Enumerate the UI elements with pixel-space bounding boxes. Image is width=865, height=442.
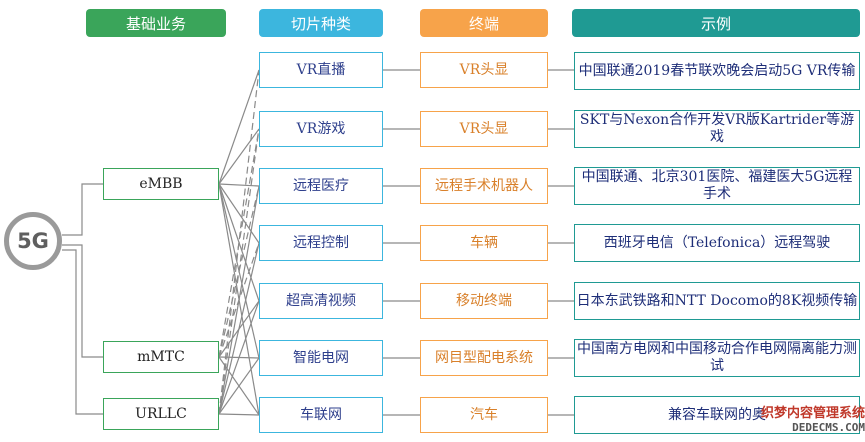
business-urllc: URLLC: [103, 398, 219, 430]
slice-iov: 车联网: [259, 397, 383, 433]
link-urllc-slice-6: [218, 413, 260, 416]
link-urllc-slice-2: [218, 185, 260, 415]
link-mmtc-slice-0: [218, 128, 260, 358]
link-5g-embb: [62, 183, 103, 236]
terminal-mobile: 移动终端: [420, 283, 548, 319]
5g-circle: 5G: [4, 212, 62, 270]
link-mmtc-slice-1: [218, 185, 260, 358]
example-vr-game: SKT与Nexon合作开发VR版Kartrider等游戏: [574, 110, 860, 148]
link-embb-slice-0: [218, 69, 260, 185]
slice-vr-game: VR游戏: [259, 111, 383, 147]
terminal-vehicle: 车辆: [420, 225, 548, 261]
example-remote-medical: 中国联通、北京301医院、福建医大5G远程手术: [574, 167, 860, 205]
link-embb-slice-1: [218, 128, 260, 185]
link-5g-mmtc: [62, 244, 103, 358]
header-terminal: 终端: [420, 9, 548, 37]
example-uhd-video: 日本东武铁路和NTT Docomo的8K视频传输: [574, 282, 860, 320]
example-vr-live: 中国联通2019春节联欢晚会启动5G VR传输: [574, 52, 860, 90]
header-example: 示例: [572, 9, 860, 37]
link-embb-slice-3: [218, 183, 260, 244]
slice-uhd-video: 超高清视频: [259, 283, 383, 319]
slice-remote-medical: 远程医疗: [259, 168, 383, 204]
slice-smart-grid: 智能电网: [259, 340, 383, 376]
watermark-line1: 织梦内容管理系统: [760, 406, 865, 421]
link-embb-slice-2: [218, 183, 260, 187]
link-urllc-slice-5: [218, 357, 260, 415]
link-urllc-slice-0: [218, 69, 260, 415]
link-5g-urllc: [62, 249, 103, 415]
header-slice: 切片种类: [259, 9, 383, 37]
terminal-vr-headset-2: VR头显: [420, 111, 548, 147]
terminal-car: 汽车: [420, 397, 548, 433]
example-smart-grid: 中国南方电网和中国移动合作电网隔离能力测试: [574, 339, 860, 377]
watermark-line2: DEDECMS.COM: [792, 421, 865, 434]
link-urllc-slice-1: [218, 128, 260, 415]
terminal-vr-headset-1: VR头显: [420, 52, 548, 88]
slice-remote-control: 远程控制: [259, 225, 383, 261]
example-remote-control: 西班牙电信（Telefonica）远程驾驶: [574, 224, 860, 262]
example-iov: 兼容车联网的奥: [574, 396, 860, 434]
link-urllc-slice-4: [218, 300, 260, 415]
link-urllc-slice-3: [218, 242, 260, 415]
slice-vr-live: VR直播: [259, 52, 383, 88]
business-mmtc: mMTC: [103, 341, 219, 373]
watermark: 织梦内容管理系统 DEDECMS.COM: [730, 402, 865, 442]
header-business: 基础业务: [86, 9, 226, 37]
terminal-surgery-robot: 远程手术机器人: [420, 168, 548, 204]
terminal-mesh-grid: 网目型配电系统: [420, 340, 548, 376]
business-embb: eMBB: [103, 168, 219, 200]
